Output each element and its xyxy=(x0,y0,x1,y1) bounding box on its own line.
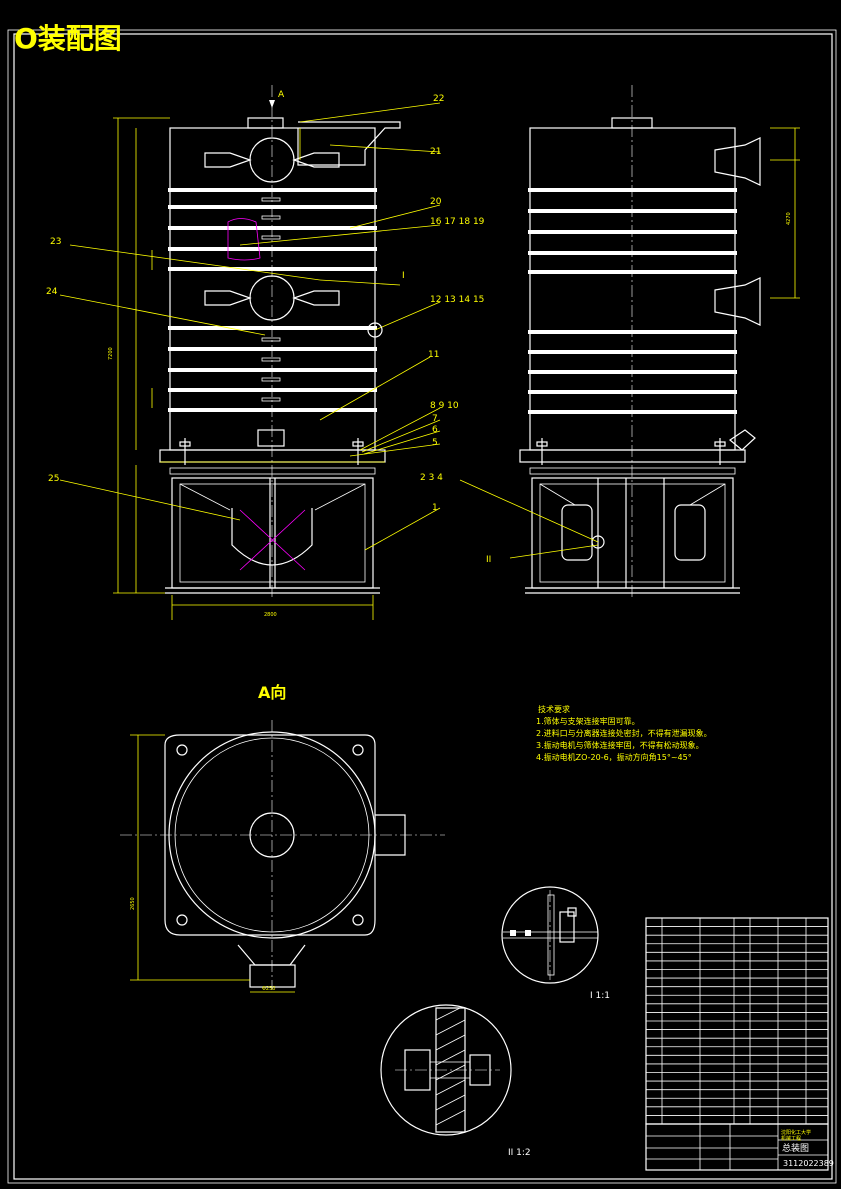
notes-heading: 技术要求 xyxy=(538,704,570,714)
callout-16-19: 16 17 18 19 xyxy=(430,217,485,227)
right-height-dim: 4270 xyxy=(786,212,792,225)
note-3: 3.振动电机与筛体连接牢固，不得有松动现象。 xyxy=(536,740,704,750)
side-frame-bands xyxy=(528,188,737,414)
side-screen-body xyxy=(529,127,736,451)
note-1: 1.筛体与支架连接牢固可靠。 xyxy=(536,716,640,726)
technical-notes: 技术要求 1.筛体与支架连接牢固可靠。 2.进料口与分离器连接处密封，不得有泄漏… xyxy=(536,704,712,762)
leader-lines xyxy=(59,102,441,551)
detail-ii-marker xyxy=(591,535,605,549)
side-bolts xyxy=(536,438,726,465)
callout-6: 6 xyxy=(432,425,438,435)
base-width-dim: 2800 xyxy=(264,612,277,618)
frame-bands xyxy=(168,188,377,412)
callout-i: I xyxy=(402,271,405,281)
inspection-window xyxy=(227,218,261,261)
parts-list xyxy=(645,917,829,1125)
discharge-chute xyxy=(231,508,313,566)
support-frame xyxy=(171,477,374,589)
callout-21: 21 xyxy=(430,147,441,157)
side-upper-outlet xyxy=(714,137,761,186)
callout-22: 22 xyxy=(433,94,444,104)
callout-1: 1 xyxy=(432,503,438,513)
detail-i-label: I 1:1 xyxy=(590,991,610,1001)
callout-20: 20 xyxy=(430,197,442,207)
drawing-title: O装配图 xyxy=(14,22,122,55)
note-2: 2.进料口与分离器连接处密封，不得有泄漏现象。 xyxy=(536,728,712,738)
outer-frame xyxy=(7,29,837,1184)
anchor-bolts xyxy=(179,438,364,465)
bottom-outlet xyxy=(257,429,285,447)
detail-i: I 1:1 xyxy=(501,886,610,1001)
title-block: 沈阳化工大学 机械工程 总装图 3112022389 xyxy=(645,1123,834,1171)
callout-2-4: 2 3 4 xyxy=(420,473,443,483)
tb-drawing-no: 3112022389 xyxy=(783,1159,834,1168)
tb-drawing-name: 总装图 xyxy=(782,1142,809,1154)
a-view-spout xyxy=(237,944,306,966)
a-view-side-outlet xyxy=(375,814,406,856)
top-inlet xyxy=(247,117,284,129)
slot-marks xyxy=(261,197,281,402)
detail-ii: II 1:2 xyxy=(380,1004,531,1158)
feed-hopper xyxy=(297,121,401,166)
a-view-base xyxy=(164,734,376,936)
a-view: A向 2650 Φ250 xyxy=(120,683,445,993)
vibration-motor-right xyxy=(674,504,706,561)
front-view: A xyxy=(46,85,485,620)
a-view-height-dim: 2650 xyxy=(130,897,136,910)
dimension-lines xyxy=(113,117,374,620)
note-4: 4.振动电机ZO-20-6，振动方向角15°~45° xyxy=(536,752,692,762)
detail-i-marker xyxy=(367,322,383,338)
vibration-motor-left xyxy=(561,504,593,561)
a-view-title: A向 xyxy=(258,683,286,702)
side-base-plate xyxy=(519,449,746,463)
screen-body xyxy=(169,127,376,451)
side-view: 4270 II xyxy=(459,85,800,600)
upper-outlet-left xyxy=(204,152,252,168)
overall-height-dim: 7200 xyxy=(108,347,114,360)
callout-24: 24 xyxy=(46,287,58,297)
callout-25: 25 xyxy=(48,474,59,484)
arrow-a-head xyxy=(269,100,275,108)
side-outlet-spout xyxy=(728,429,756,451)
side-lower-outlet xyxy=(714,277,761,326)
cross-brace xyxy=(239,509,306,571)
outlet-dim: Φ250 xyxy=(262,986,275,992)
callout-ii: II xyxy=(486,555,491,565)
a-view-bolt-holes xyxy=(176,744,364,926)
arrow-a-label: A xyxy=(278,90,285,100)
inner-frame xyxy=(13,33,833,1180)
callout-12-15: 12 13 14 15 xyxy=(430,295,484,305)
callout-23: 23 xyxy=(50,237,61,247)
detail-ii-label: II 1:2 xyxy=(508,1148,531,1158)
tb-company: 沈阳化工大学 xyxy=(781,1129,811,1136)
callout-8-10: 8 9 10 xyxy=(430,401,459,411)
callout-5: 5 xyxy=(432,438,438,448)
tb-dept: 机械工程 xyxy=(781,1135,801,1142)
lower-outlet-left xyxy=(204,290,252,306)
callout-11: 11 xyxy=(428,350,439,360)
callout-7: 7 xyxy=(432,414,438,424)
lower-outlet-right xyxy=(292,290,340,306)
